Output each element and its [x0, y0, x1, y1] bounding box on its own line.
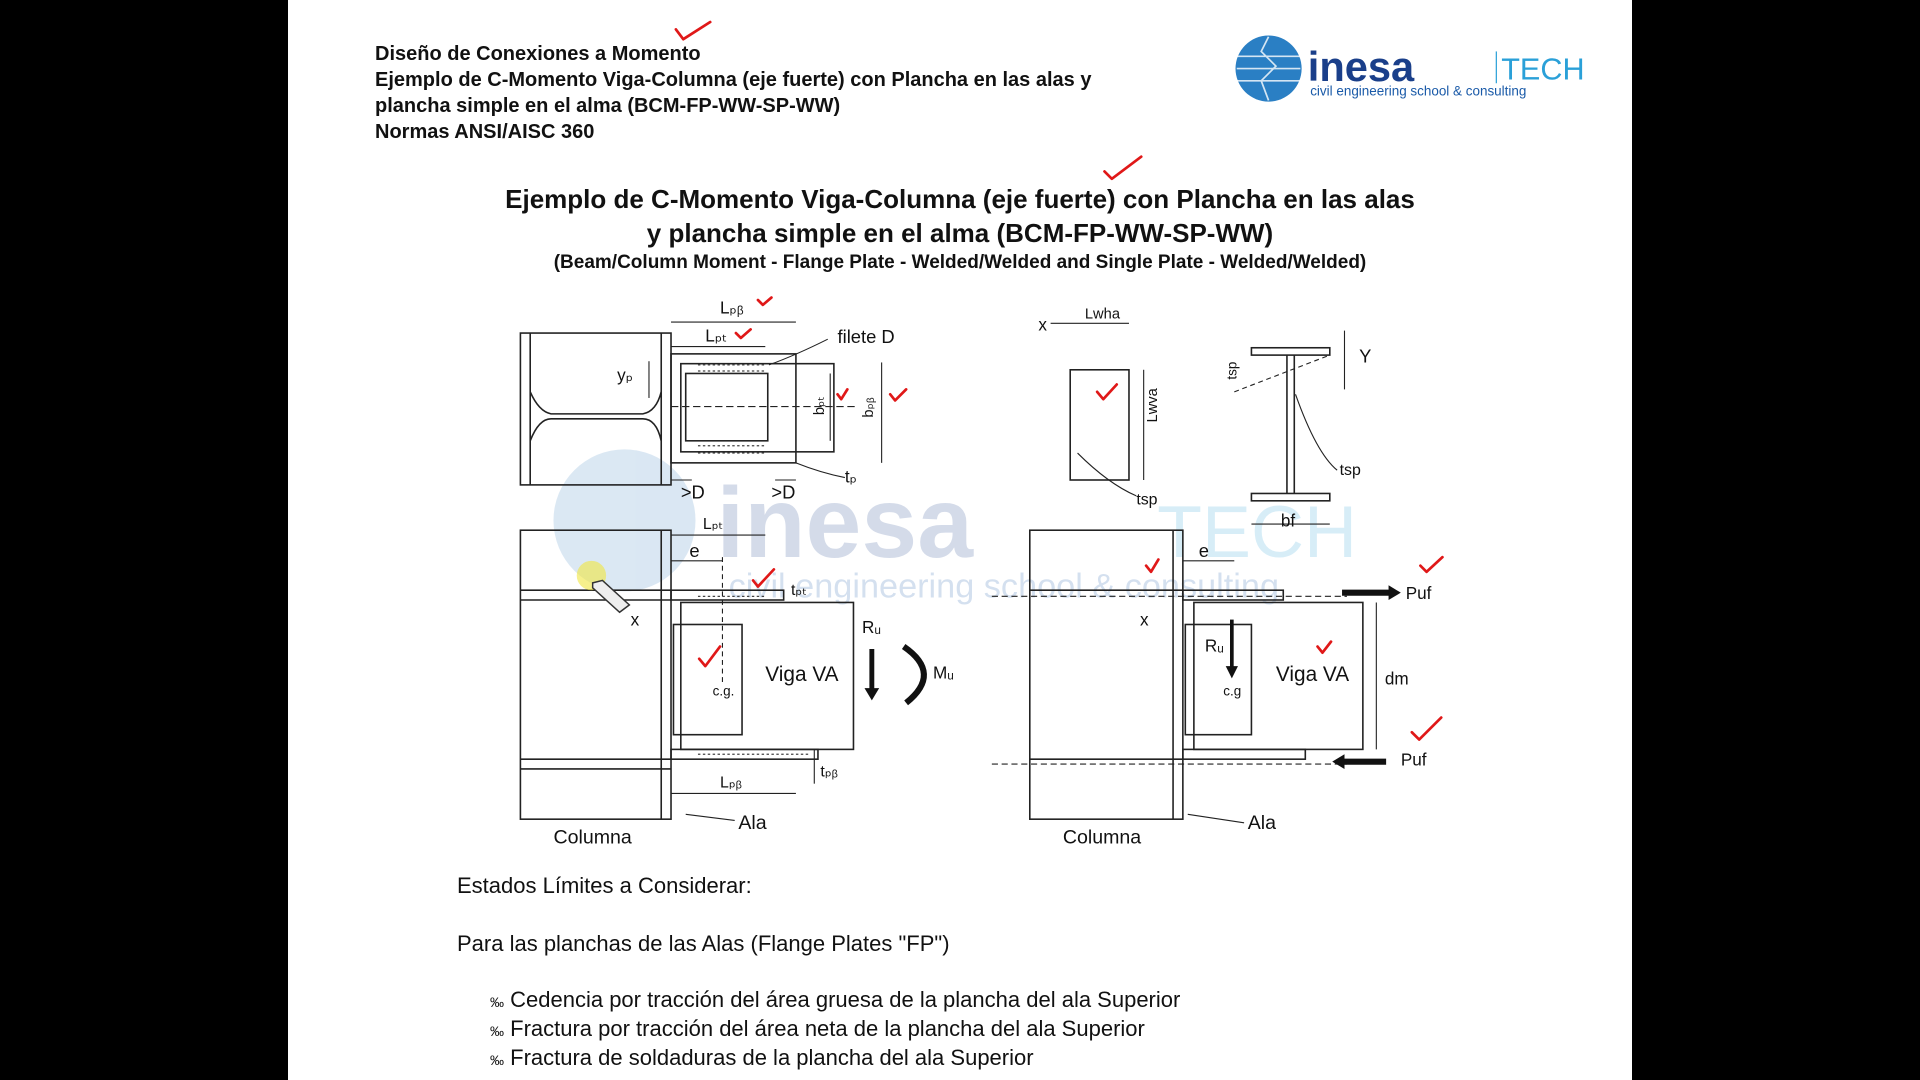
check-icon — [1103, 155, 1143, 181]
beam-section: Y tsp tsp bf — [1225, 330, 1371, 531]
svg-text:x: x — [1140, 610, 1149, 630]
check-icon — [1095, 383, 1119, 401]
plan-view: Lₚᵦ Lₚₜ filete D yₚ bₚₜ bₚᵦ tₚ >D >D — [519, 297, 895, 502]
svg-text:Lₚₜ: Lₚₜ — [703, 516, 723, 533]
svg-text:TECH: TECH — [1157, 490, 1357, 573]
list-item: ‰ Fractura de soldaduras de la plancha d… — [490, 1045, 1034, 1070]
svg-text:tₚᵦ: tₚᵦ — [820, 763, 837, 780]
svg-text:c.g.: c.g. — [713, 684, 735, 699]
title-line-1: Ejemplo de C-Momento Viga-Columna (eje f… — [505, 184, 1415, 214]
svg-text:Lwva: Lwva — [1145, 387, 1161, 422]
pointer-cursor-icon — [576, 560, 631, 614]
svg-text:c.g: c.g — [1223, 684, 1241, 699]
svg-text:x: x — [1038, 315, 1047, 335]
svg-text:Lₚᵦ: Lₚᵦ — [720, 774, 742, 791]
svg-text:e: e — [1199, 540, 1209, 561]
list-item: ‰ Cedencia por tracción del área gruesa … — [490, 987, 1181, 1012]
check-icon — [1419, 555, 1444, 574]
svg-text:Ala: Ala — [1248, 812, 1276, 834]
svg-text:>D: >D — [681, 481, 705, 502]
watermark: inesa TECH civil engineering school & co… — [553, 449, 1357, 606]
check-icon — [756, 296, 773, 307]
header-line-4: Normas ANSI/AISC 360 — [375, 121, 595, 143]
check-icon — [1410, 716, 1443, 741]
svg-text:tsp: tsp — [1225, 362, 1240, 380]
svg-text:inesa: inesa — [1308, 43, 1415, 90]
svg-text:x: x — [631, 610, 640, 630]
svg-text:TECH: TECH — [1501, 53, 1584, 87]
svg-text:tₚ: tₚ — [845, 466, 857, 486]
list-item: ‰ Fractura por tracción del área neta de… — [490, 1016, 1145, 1041]
check-icon — [674, 20, 712, 41]
svg-text:Viga VA: Viga VA — [765, 663, 838, 686]
svg-text:tₚₜ: tₚₜ — [791, 582, 807, 599]
svg-text:Viga VA: Viga VA — [1276, 663, 1349, 686]
title-subtitle: (Beam/Column Moment - Flange Plate - Wel… — [553, 252, 1367, 273]
svg-text:bf: bf — [1281, 511, 1296, 531]
document-page: Diseño de Conexiones a Momento Ejemplo d… — [288, 0, 1632, 1080]
svg-text:>D: >D — [771, 481, 795, 502]
flange-plates-subheading: Para las planchas de las Alas (Flange Pl… — [457, 931, 950, 956]
svg-text:inesa: inesa — [716, 467, 974, 579]
svg-text:Columna: Columna — [553, 827, 631, 849]
check-icon — [1316, 640, 1333, 654]
elevation-left: Lₚₜ e tₚₜ x Rᵤ Mᵤ c.g. Viga VA tₚᵦ Lₚᵦ A… — [519, 516, 954, 849]
svg-text:e: e — [689, 540, 699, 561]
bullet-icon: ‰ — [490, 1052, 504, 1068]
svg-text:tsp: tsp — [1340, 462, 1361, 479]
shear-plate-detail: x Lwha Lwva tsp — [1038, 306, 1161, 508]
check-icon — [888, 388, 908, 402]
svg-text:Lₚₜ: Lₚₜ — [705, 326, 727, 346]
svg-text:Lwha: Lwha — [1085, 306, 1121, 322]
svg-text:civil engineering school & con: civil engineering school & consulting — [1310, 84, 1526, 99]
svg-text:Rᵤ: Rᵤ — [1205, 635, 1224, 655]
bullet-icon: ‰ — [490, 1023, 504, 1039]
svg-text:Lₚᵦ: Lₚᵦ — [720, 297, 744, 317]
check-icon — [836, 388, 849, 401]
header-line-1: Diseño de Conexiones a Momento — [375, 43, 701, 65]
svg-text:bₚₜ: bₚₜ — [812, 396, 828, 415]
check-icon — [751, 568, 776, 588]
svg-text:Ala: Ala — [738, 812, 766, 834]
svg-text:dm: dm — [1385, 668, 1409, 688]
header-line-3: plancha simple en el alma (BCM-FP-WW-SP-… — [375, 95, 841, 117]
svg-text:yₚ: yₚ — [617, 365, 633, 385]
limit-states-heading: Estados Límites a Considerar: — [457, 873, 752, 898]
svg-text:Rᵤ: Rᵤ — [862, 617, 881, 637]
inesa-tech-logo: inesa TECH civil engineering school & co… — [1235, 35, 1585, 102]
check-mark-annotations — [674, 20, 1444, 741]
bullet-icon: ‰ — [490, 994, 504, 1010]
svg-text:Puf: Puf — [1406, 583, 1432, 603]
elevation-right: e x Rᵤ c.g Viga VA Puf dm Puf Ala Column… — [991, 529, 1432, 849]
svg-text:tsp: tsp — [1136, 491, 1157, 508]
check-icon — [734, 328, 752, 340]
svg-text:Columna: Columna — [1063, 827, 1141, 849]
check-icon — [697, 645, 722, 668]
svg-text:filete D: filete D — [838, 326, 895, 347]
svg-text:Y: Y — [1359, 345, 1371, 366]
header-line-2: Ejemplo de C-Momento Viga-Columna (eje f… — [375, 69, 1092, 91]
svg-text:bₚᵦ: bₚᵦ — [861, 397, 877, 417]
title-line-2: y plancha simple en el alma (BCM-FP-WW-S… — [646, 218, 1274, 248]
svg-text:Mᵤ: Mᵤ — [933, 662, 954, 682]
check-icon — [1144, 558, 1160, 574]
svg-text:Puf: Puf — [1401, 749, 1427, 769]
